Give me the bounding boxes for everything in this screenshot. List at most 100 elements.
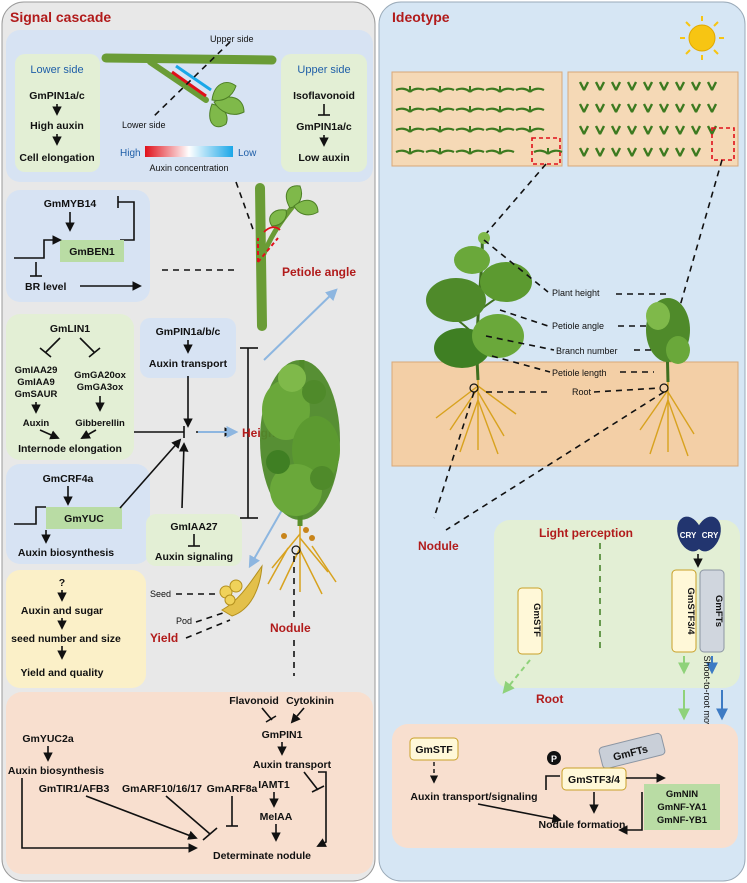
upper-output: Low auxin: [298, 152, 349, 164]
lin1-box: [6, 314, 134, 460]
target-nin: GmNIN: [666, 789, 698, 800]
gradient-low: Low: [238, 148, 257, 159]
pin1abc-gene: GmPIN1a/b/c: [156, 326, 221, 338]
trifoliate-leaf-top: [209, 82, 245, 128]
upper-side-title: Upper side: [297, 64, 350, 76]
myb14-gene: GmMYB14: [44, 198, 97, 210]
highlight-right: [711, 127, 735, 161]
soil-band: [391, 361, 739, 467]
meiaa: MeIAA: [260, 811, 293, 823]
gradient-high: High: [120, 148, 141, 159]
gradient-label: Auxin concentration: [149, 163, 228, 173]
gmstf34-vertical-box: [671, 569, 697, 653]
ben1-box: [60, 240, 124, 262]
determinate-nodule: Determinate nodule: [213, 850, 311, 862]
yield-label: Yield: [150, 631, 178, 645]
target-nfyb1: GmNF-YB1: [657, 815, 708, 826]
auxin-biosynthesis: Auxin biosynthesis: [8, 765, 104, 777]
yield-line3: Yield and quality: [20, 667, 103, 679]
yield-box: [6, 570, 146, 688]
iaa27-gene: GmIAA27: [170, 521, 217, 533]
sun-icon: [680, 16, 724, 60]
lin1-output: Internode elongation: [18, 443, 122, 455]
pod-seed-drawing: [219, 564, 263, 617]
yuc2a-gene: GmYUC2a: [22, 733, 74, 745]
upper-side-label-top: Upper side: [210, 34, 254, 44]
yuc-gene: GmYUC: [64, 513, 104, 525]
petiole-angle-leaves: [269, 185, 319, 227]
main-stem-top: [101, 53, 277, 65]
iamt1: IAMT1: [258, 779, 290, 791]
gmfts-root-box: [598, 732, 666, 770]
yield-line2: seed number and size: [11, 633, 121, 645]
gmstf-root: GmSTF: [415, 744, 453, 756]
right-header: Ideotype: [392, 9, 450, 25]
nodule-formation: Nodule formation: [539, 819, 626, 831]
trait-petiole-length: Petiole length: [552, 368, 607, 378]
crf4a-gene: GmCRF4a: [43, 473, 94, 485]
ideotype-plant-tall: [426, 232, 532, 381]
petiole-branch: [147, 59, 209, 103]
lin1-gibberellin: Gibberellin: [75, 418, 125, 429]
gmstf34-root-box: [561, 767, 627, 791]
phospho-p: P: [551, 754, 557, 764]
ben1-gene: GmBEN1: [69, 246, 115, 258]
arf8a: GmARF8a: [207, 783, 258, 795]
auxin-transport-signaling: Auxin transport/signaling: [410, 791, 537, 803]
phospho-p-icon: [547, 751, 561, 765]
upper-gene: GmPIN1a/c: [296, 121, 352, 133]
cytokinin: Cytokinin: [286, 695, 334, 707]
svg-text:CRY: CRY: [702, 531, 719, 540]
lower-output: Cell elongation: [19, 152, 94, 164]
nodule-auxin-transport: Auxin transport: [253, 759, 332, 771]
lower-side-label-mid: Lower side: [122, 120, 166, 130]
light-root-label: Root: [536, 692, 563, 706]
lin1-right-2: GmGA3ox: [77, 382, 124, 393]
gmstf-vertical: GmSTF: [531, 603, 542, 637]
trait-plant-height: Plant height: [552, 288, 600, 298]
yield-unknown: ?: [59, 577, 65, 589]
lin1-gene: GmLIN1: [50, 323, 90, 335]
light-perception-title: Light perception: [539, 526, 633, 540]
ideotype-root-label: Root: [572, 387, 592, 397]
ideotype-trait-lines: [483, 239, 666, 393]
gmstf-box: [409, 737, 459, 761]
trait-branch-number: Branch number: [556, 346, 618, 356]
lin1-left-1: GmIAA29: [15, 365, 58, 376]
petiole-angle-label: Petiole angle: [282, 265, 356, 279]
left-header: Signal cascade: [10, 9, 111, 25]
lin1-left-3: GmSAUR: [15, 389, 58, 400]
tir1-afb3: GmTIR1/AFB3: [39, 783, 110, 795]
shoot-to-root-movement: Shoot-to-root movement: [702, 655, 712, 753]
arf10-16-17: GmARF10/16/17: [122, 783, 202, 795]
lin1-auxin: Auxin: [23, 418, 50, 429]
field-right-rows: [578, 81, 718, 157]
lower-auxin: High auxin: [30, 120, 84, 132]
targets-box: [644, 784, 720, 830]
target-nfya1: GmNF-YA1: [657, 802, 707, 813]
auxin-gradient-bar: [145, 146, 233, 157]
gmpin1: GmPIN1: [262, 729, 303, 741]
yuc-box: [46, 507, 122, 529]
soybean-plant: [260, 359, 340, 527]
pin1abc-output: Auxin transport: [149, 358, 228, 370]
ideotype-plant-compact: [646, 298, 690, 383]
iaa27-output: Auxin signaling: [155, 551, 233, 563]
svg-text:CRY: CRY: [680, 531, 697, 540]
nodule-label-left: Nodule: [270, 621, 311, 635]
upper-flavonoid: Isoflavonoid: [293, 90, 355, 102]
yuc-output: Auxin biosynthesis: [18, 547, 114, 559]
nodule-box: [6, 692, 373, 874]
flavonoid: Flavonoid: [229, 695, 279, 707]
lower-gene: GmPIN1a/c: [29, 90, 85, 102]
gmfts-vertical: GmFTs: [713, 595, 724, 627]
br-level: BR level: [25, 281, 67, 293]
lin1-right-1: GmGA20ox: [74, 370, 126, 381]
trait-petiole-angle: Petiole angle: [552, 321, 604, 331]
lower-side-title: Lower side: [30, 64, 83, 76]
gmfts-vertical-box: [699, 569, 725, 653]
gmstf34-vertical: GmSTF3/4: [685, 588, 696, 636]
highlight-left: [531, 137, 561, 165]
yield-line1: Auxin and sugar: [21, 605, 103, 617]
